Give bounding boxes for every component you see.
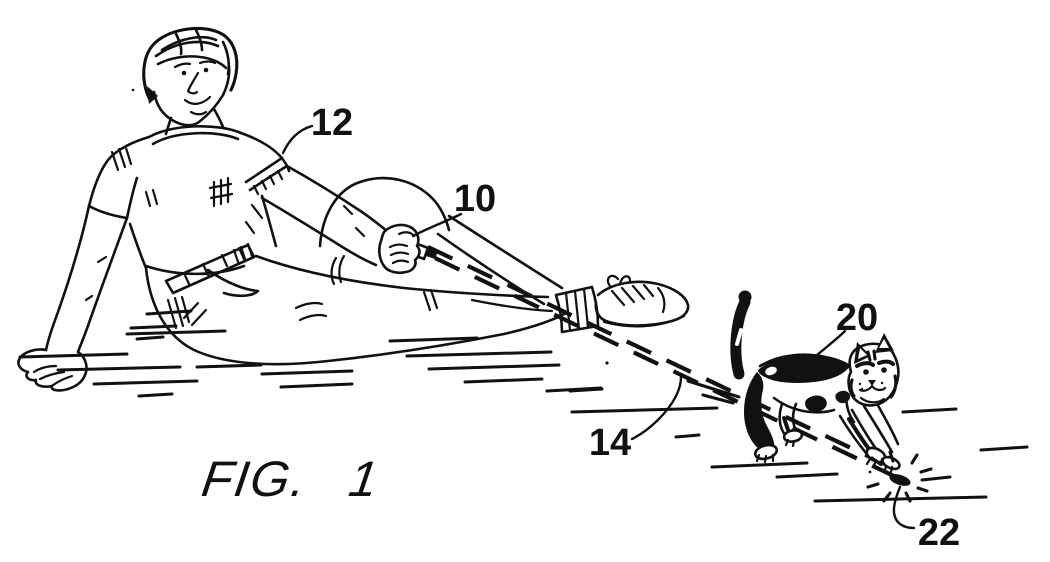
back-patch bbox=[758, 353, 850, 383]
ref-label-12: 12 bbox=[311, 102, 353, 144]
motion-marks bbox=[686, 379, 741, 405]
face bbox=[152, 60, 231, 127]
leader-12 bbox=[281, 124, 314, 155]
cat-front-legs bbox=[838, 400, 901, 474]
bent-knee-leg bbox=[318, 176, 564, 306]
person-figure bbox=[17, 26, 690, 392]
left-eyebrow bbox=[173, 62, 192, 69]
sneaker bbox=[594, 274, 690, 328]
leader-14 bbox=[630, 375, 683, 441]
neck-and-collar bbox=[147, 107, 243, 146]
left-hand bbox=[17, 348, 88, 392]
leader-20 bbox=[807, 329, 847, 364]
cat-head bbox=[847, 333, 900, 407]
light-rays bbox=[866, 450, 933, 503]
right-eye-patch bbox=[877, 359, 895, 366]
ref-label-10: 10 bbox=[454, 178, 496, 220]
figure-caption-group: FIG. 1 bbox=[198, 451, 383, 507]
chin-line bbox=[189, 110, 208, 116]
reference-numerals: 12 10 14 20 22 bbox=[311, 102, 960, 554]
leader-22 bbox=[892, 485, 916, 530]
right-cheek-streak bbox=[889, 374, 898, 399]
forehead-stripes bbox=[866, 349, 877, 362]
cat-tail bbox=[730, 290, 752, 380]
figure-caption: FIG. 1 bbox=[198, 451, 383, 507]
cat-right-eye bbox=[881, 367, 887, 373]
ref-label-14: 14 bbox=[589, 422, 631, 464]
ref-label-20: 20 bbox=[836, 297, 878, 339]
right-eyebrow bbox=[198, 60, 217, 65]
left-arm bbox=[17, 204, 129, 392]
cat-left-eye bbox=[863, 369, 869, 375]
face-outline bbox=[152, 64, 231, 127]
cat-mouth bbox=[858, 384, 886, 392]
left-eye-patch bbox=[855, 361, 875, 368]
smile bbox=[183, 95, 212, 105]
right-eye bbox=[203, 67, 209, 73]
knee-hatch-patch bbox=[422, 288, 439, 312]
chin-line bbox=[859, 396, 886, 404]
side-patch bbox=[805, 395, 827, 412]
hip-crease bbox=[206, 268, 260, 298]
trousers bbox=[144, 254, 568, 366]
light-spot bbox=[866, 450, 933, 503]
right-arm bbox=[260, 164, 390, 267]
cat-body bbox=[758, 353, 856, 424]
nose bbox=[186, 71, 200, 95]
cat-figure bbox=[686, 290, 901, 474]
hair bbox=[142, 26, 239, 104]
cat-nose bbox=[868, 380, 876, 386]
toe-cap-line bbox=[656, 286, 666, 314]
right-hand-fist bbox=[378, 223, 421, 275]
leader-lines bbox=[281, 124, 916, 530]
paper-specks bbox=[131, 88, 872, 474]
leader-10 bbox=[411, 212, 463, 238]
left-cheek-streak bbox=[849, 378, 856, 398]
shoelace-bow bbox=[606, 274, 632, 288]
belt bbox=[164, 243, 260, 298]
flank-patch bbox=[835, 390, 851, 404]
left-eye bbox=[181, 70, 187, 76]
ref-label-22: 22 bbox=[918, 512, 960, 554]
ground-lines bbox=[18, 309, 1029, 503]
cat-hind-legs bbox=[744, 372, 804, 464]
